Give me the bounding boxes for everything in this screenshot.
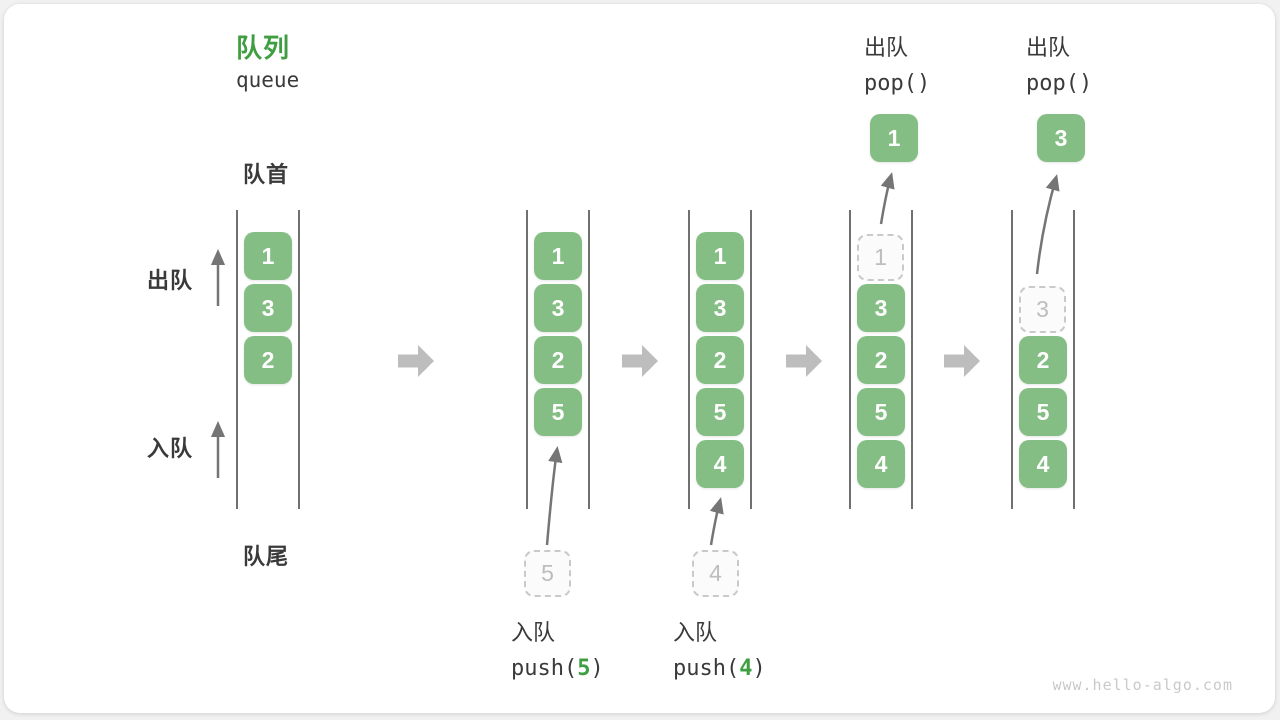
queue-cell: 5 — [534, 388, 582, 436]
queue-cell: 3 — [857, 284, 905, 332]
enqueue-op-fn: push(4) — [673, 656, 766, 681]
queue-cell: 2 — [696, 336, 744, 384]
enqueue-op-fn: push(5) — [511, 656, 604, 681]
popped-cell: 1 — [870, 114, 918, 162]
queue-cell: 3 — [696, 284, 744, 332]
enqueue-op-label: 入队 push(4) — [673, 615, 766, 687]
dequeue-op-zh: 出队 — [864, 35, 909, 60]
watermark: www.hello-algo.com — [1052, 676, 1233, 694]
queue-cell: 4 — [1019, 440, 1067, 488]
dequeue-op-fn: pop() — [1026, 71, 1093, 96]
queue-cell: 3 — [244, 284, 292, 332]
queue-cell: 1 — [696, 232, 744, 280]
queue-cell: 5 — [1019, 388, 1067, 436]
dequeue-op-label: 出队 pop() — [1026, 30, 1092, 102]
popped-cell: 3 — [1037, 114, 1085, 162]
diagram-title-en: queue — [236, 68, 300, 92]
queue-cell: 1 — [244, 232, 292, 280]
queue-cell: 5 — [696, 388, 744, 436]
queue-cell: 2 — [857, 336, 905, 384]
queue-cell: 5 — [857, 388, 905, 436]
dequeue-op-label: 出队 pop() — [864, 30, 930, 102]
popped-slot-cell: 1 — [857, 234, 904, 281]
dequeue-op-fn: pop() — [864, 71, 931, 96]
enqueue-side-label: 入队 — [147, 436, 194, 461]
enqueue-op-zh: 入队 — [673, 620, 718, 645]
queue-cell: 4 — [857, 440, 905, 488]
enqueue-op-label: 入队 push(5) — [511, 615, 604, 687]
queue-cell: 2 — [1019, 336, 1067, 384]
popped-slot-cell: 3 — [1019, 286, 1066, 333]
staged-cell: 4 — [692, 550, 739, 597]
diagram-card — [4, 4, 1275, 713]
diagram-title-zh: 队列 — [236, 33, 291, 63]
enqueue-op-zh: 入队 — [511, 620, 556, 645]
staged-cell: 5 — [524, 550, 571, 597]
queue-cell: 2 — [534, 336, 582, 384]
queue-cell: 3 — [534, 284, 582, 332]
queue-cell: 2 — [244, 336, 292, 384]
queue-front-label: 队首 — [243, 162, 290, 187]
dequeue-side-label: 出队 — [147, 268, 194, 293]
queue-cell: 4 — [696, 440, 744, 488]
dequeue-op-zh: 出队 — [1026, 35, 1071, 60]
queue-cell: 1 — [534, 232, 582, 280]
queue-rear-label: 队尾 — [243, 544, 290, 569]
